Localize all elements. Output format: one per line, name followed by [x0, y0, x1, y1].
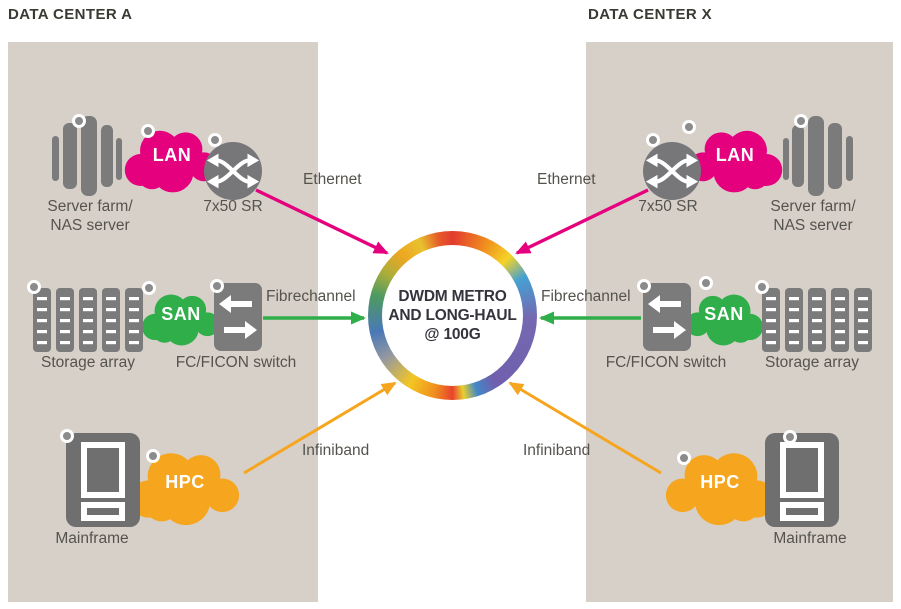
ficon-switch-icon-right	[643, 283, 691, 351]
ethernet-arrow-left	[255, 188, 389, 255]
corner-dot	[208, 133, 222, 147]
cloud-shape	[685, 294, 764, 346]
corner-dot	[646, 133, 660, 147]
fibrechannel-label-left: Fibrechannel	[266, 288, 356, 305]
server-farm-label-right: Server farm/ NAS server	[738, 198, 888, 235]
storage-array-icon-right	[762, 288, 872, 352]
hpc-cloud-left: HPC	[123, 443, 247, 527]
infiniband-label-left: Infiniband	[302, 442, 370, 459]
san-cloud-left: SAN	[138, 278, 224, 356]
server-farm-icon-right	[783, 116, 853, 196]
mainframe-icon-left	[66, 433, 140, 527]
storage-label-left: Storage array	[41, 354, 135, 371]
ficon-label-right: FC/FICON switch	[605, 354, 727, 371]
server-farm-label-line1: Server farm/	[770, 198, 856, 215]
san-label: SAN	[704, 303, 744, 324]
corner-dot	[72, 114, 86, 128]
corner-dot	[755, 280, 769, 294]
hpc-label: HPC	[700, 471, 740, 492]
corner-dot	[794, 114, 808, 128]
corner-dot	[146, 449, 160, 463]
crossconnect-7x50-icon-right	[643, 142, 701, 200]
infiniband-label-right: Infiniband	[523, 442, 591, 459]
mainframe-label-right: Mainframe	[773, 530, 847, 547]
cloud-shape	[129, 453, 240, 526]
ring-text-line1: DWDM METRO	[398, 288, 507, 305]
crossconnect-7x50-icon-left	[204, 142, 262, 200]
ethernet-label-left: Ethernet	[303, 171, 362, 188]
server-farm-label-line2: NAS server	[50, 216, 130, 234]
dwdm-ring: DWDM METRO AND LONG-HAUL @ 100G	[368, 231, 537, 400]
infiniband-arrow-right	[508, 381, 662, 475]
server-farm-label-left: Server farm/ NAS server	[15, 198, 165, 235]
server-farm-label-line2: NAS server	[773, 216, 853, 234]
mainframe-label-left: Mainframe	[55, 530, 129, 547]
ficon-switch-icon-left	[214, 283, 262, 351]
server-farm-icon-left	[52, 116, 122, 196]
datacenter-x-title: DATA CENTER X	[588, 6, 713, 23]
ethernet-arrow-right	[515, 188, 649, 255]
fibrechannel-label-right: Fibrechannel	[541, 288, 631, 305]
datacenter-a-title: DATA CENTER A	[8, 6, 133, 23]
infiniband-arrow-left	[243, 381, 397, 475]
corner-dot	[210, 279, 224, 293]
lan-label: LAN	[152, 144, 192, 165]
corner-dot	[699, 276, 713, 290]
ethernet-label-right: Ethernet	[537, 171, 596, 188]
corner-dot	[60, 429, 74, 443]
san-label: SAN	[161, 303, 201, 324]
mainframe-icon-right	[765, 433, 839, 527]
corner-dot	[637, 279, 651, 293]
7x50-label-right: 7x50 SR	[638, 198, 698, 215]
hpc-label: HPC	[165, 471, 205, 492]
ring-text-line3: @ 100G	[424, 326, 481, 343]
lan-label: LAN	[715, 144, 755, 165]
corner-dot	[783, 430, 797, 444]
storage-label-right: Storage array	[765, 354, 859, 371]
san-cloud-right: SAN	[681, 278, 767, 356]
server-farm-label-line1: Server farm/	[47, 198, 133, 215]
ring-text-line2: AND LONG-HAUL	[388, 307, 517, 324]
corner-dot	[677, 451, 691, 465]
7x50-label-left: 7x50 SR	[203, 198, 263, 215]
cloud-shape	[141, 294, 220, 346]
corner-dot	[141, 124, 155, 138]
corner-dot	[27, 280, 41, 294]
ficon-label-left: FC/FICON switch	[175, 354, 297, 371]
lan-cloud-right: LAN	[683, 118, 787, 198]
storage-array-icon-left	[33, 288, 143, 352]
corner-dot	[142, 281, 156, 295]
dwdm-ring-label: DWDM METRO AND LONG-HAUL @ 100G	[382, 245, 523, 386]
corner-dot	[682, 120, 696, 134]
